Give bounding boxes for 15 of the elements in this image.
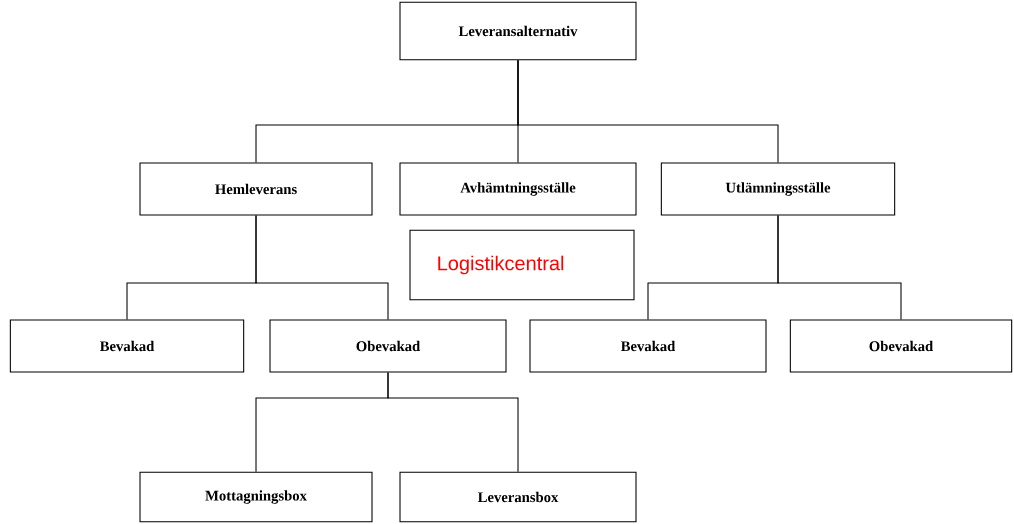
process-box: Bevakad bbox=[9, 319, 245, 373]
process-box: Utlämningsställe bbox=[660, 162, 896, 216]
connector-line bbox=[387, 372, 519, 473]
process-box: Leveransalternativ bbox=[399, 1, 637, 61]
process-box: Bevakad bbox=[529, 319, 767, 373]
process-box: Leveransbox bbox=[399, 471, 637, 523]
process-box: Obevakad bbox=[269, 319, 507, 373]
process-box: Mottagningsbox bbox=[139, 471, 373, 523]
connector-line bbox=[777, 215, 902, 320]
process-box: Avhämtningsställe bbox=[399, 162, 637, 216]
process-box: Obevakad bbox=[789, 319, 1013, 373]
connector-line bbox=[517, 59, 779, 163]
process-box: Hemleverans bbox=[139, 162, 373, 216]
label-box: Logistikcentral bbox=[409, 229, 635, 301]
connector-line bbox=[255, 215, 389, 320]
